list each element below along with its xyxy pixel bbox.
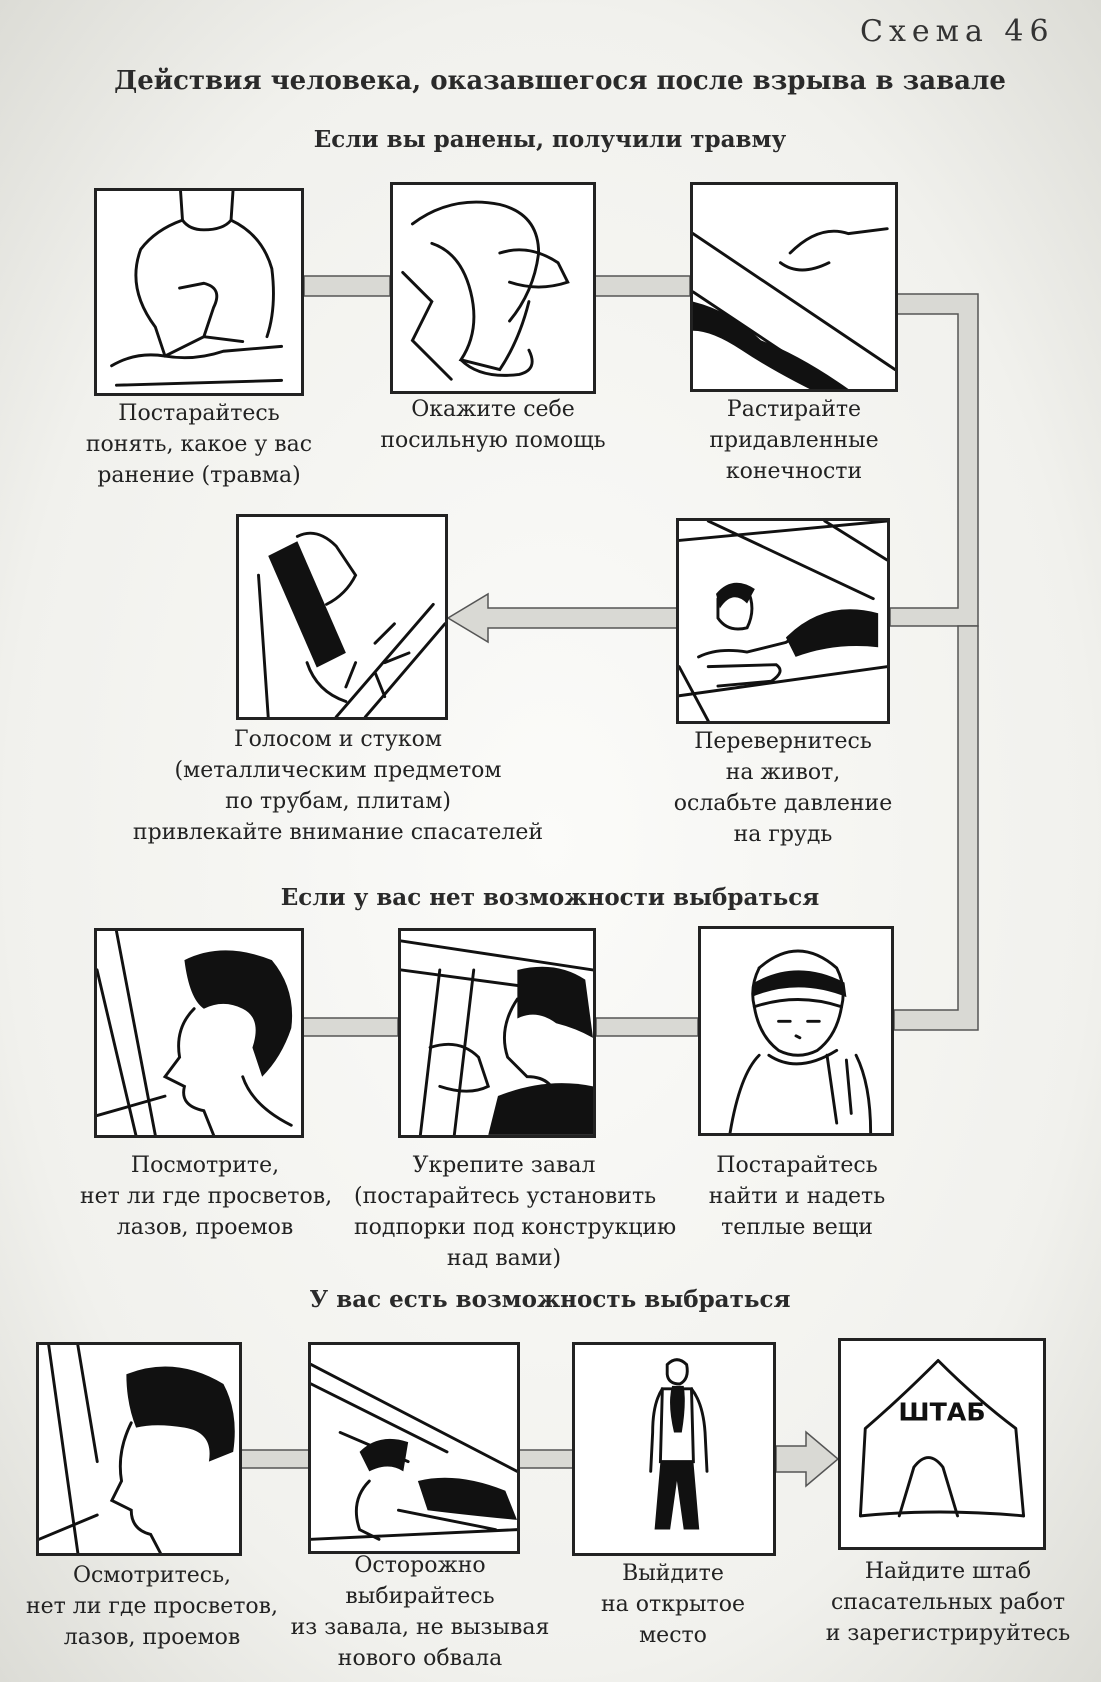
arrow-3-4 <box>889 293 979 627</box>
step-hq-panel: ШТАБ <box>838 1338 1046 1550</box>
arrow-look-crawl <box>239 1449 311 1469</box>
page-title: Действия человека, оказавшегося после вз… <box>114 66 1006 96</box>
step-warm-panel <box>698 926 894 1136</box>
look-around-icon <box>39 1345 235 1553</box>
step-rub-limbs-caption: Растирайте придавленные конечности <box>709 397 879 484</box>
section-heading-no-exit: Если у вас нет возможности выбраться <box>280 884 820 911</box>
step-knock-panel <box>236 514 448 720</box>
arrow-warm-prop <box>595 1017 699 1037</box>
step-look-caption: Посмотрите, нет ли где просветов, лазов,… <box>80 1153 333 1240</box>
step-self-help-caption: Окажите себе посильную помощь <box>380 397 606 453</box>
arrow-4-5 <box>446 592 679 644</box>
knock-on-pipe-icon <box>257 531 445 717</box>
scheme-label: Схема 46 <box>860 14 1055 49</box>
step-rub-limbs-panel <box>690 182 898 392</box>
section-heading-injured: Если вы ранены, получили травму <box>313 126 787 153</box>
step-look-around-caption: Осмотритесь, нет ли где просветов, лазов… <box>25 1563 279 1650</box>
step-exit-panel <box>572 1342 776 1556</box>
injured-person-arm-icon <box>110 191 284 387</box>
warm-clothes-icon <box>728 949 873 1133</box>
section-heading-can-exit: У вас есть возможность выбраться <box>309 1286 791 1313</box>
step-stomach-caption: Перевернитесь на живот, ослабьте давлени… <box>673 729 893 847</box>
step-prop-caption: Укрепите завал (постарайтесь установить … <box>354 1153 677 1271</box>
step-look-around-panel <box>36 1342 242 1556</box>
arrow-2-3 <box>593 275 691 297</box>
step-exit-caption: Выйдите на открытое место <box>601 1561 745 1648</box>
arrow-prop-look <box>301 1017 399 1037</box>
step-stomach-panel <box>676 518 890 724</box>
step-injured-panel <box>94 188 304 396</box>
step-look-panel <box>94 928 304 1138</box>
lie-on-stomach-icon <box>679 521 887 721</box>
prop-up-debris-icon <box>401 939 593 1135</box>
step-self-help-panel <box>390 182 596 394</box>
self-help-leg-icon <box>401 200 570 381</box>
arrow-1-2 <box>303 275 391 297</box>
step-hq-caption: Найдите штаб спасательных работ и зареги… <box>825 1559 1071 1646</box>
step-prop-panel <box>398 928 596 1138</box>
step-warm-caption: Постарайтесь найти и надеть теплые вещи <box>708 1153 886 1240</box>
step-crawl-caption: Осторожно выбирайтесь из завала, не вызы… <box>290 1553 550 1671</box>
step-injured-caption: Постарайтесь понять, какое у вас ранение… <box>85 401 313 488</box>
open-place-icon <box>649 1358 709 1530</box>
arrow-exit-hq <box>775 1430 840 1488</box>
crawl-out-icon <box>311 1362 517 1541</box>
arrow-crawl-exit <box>517 1449 575 1469</box>
tent-sign: ШТАБ <box>898 1398 985 1427</box>
arrow-4-warm <box>893 625 979 1031</box>
step-knock-caption: Голосом и стуком (металлическим предмето… <box>132 727 544 845</box>
look-for-openings-icon <box>97 931 293 1135</box>
rub-limbs-icon <box>693 227 895 389</box>
headquarters-tent-icon: ШТАБ <box>858 1359 1026 1518</box>
step-crawl-panel <box>308 1342 520 1554</box>
